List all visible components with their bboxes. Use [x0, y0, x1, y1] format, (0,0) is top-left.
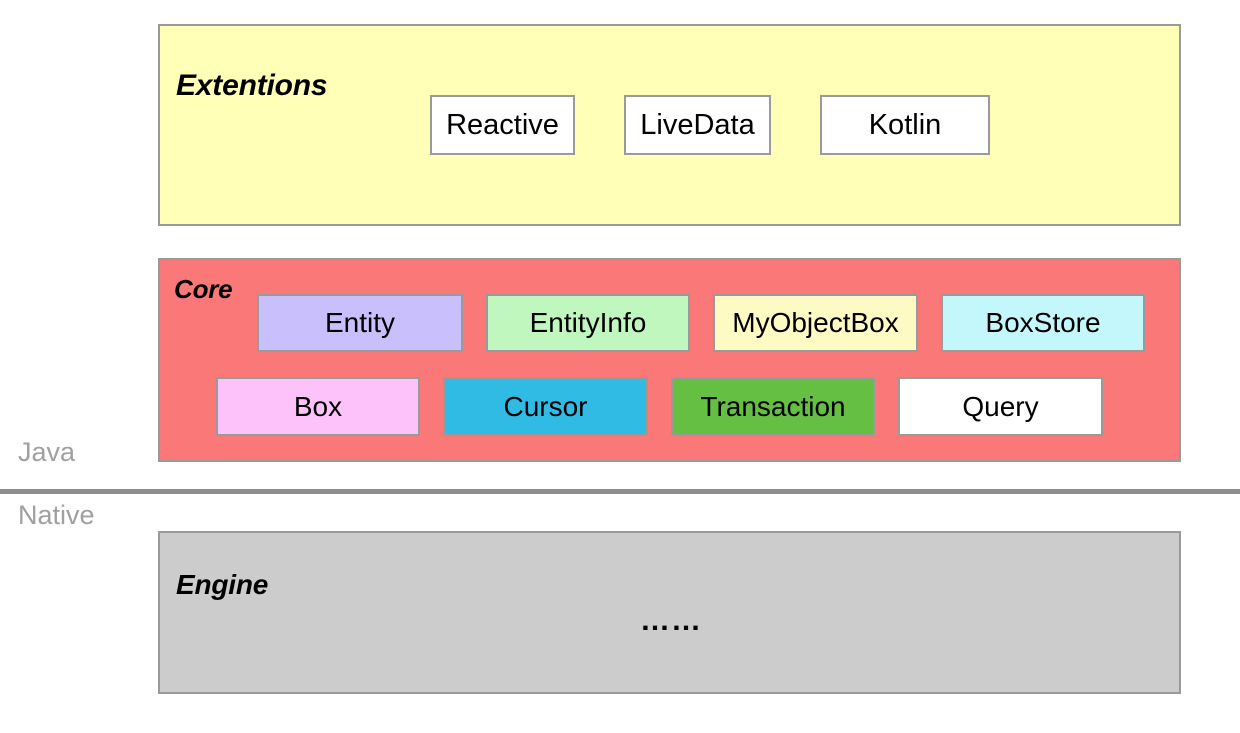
node-cursor: Cursor	[443, 377, 648, 436]
layer-engine-title: Engine	[176, 569, 269, 600]
node-transaction: Transaction	[671, 377, 875, 436]
layer-core-title: Core	[174, 274, 233, 304]
boundary-label-java: Java	[18, 437, 76, 467]
node-livedata: LiveData	[624, 95, 771, 155]
node-reactive: Reactive	[430, 95, 575, 155]
node-entityinfo: EntityInfo	[486, 294, 690, 352]
node-kotlin: Kotlin	[820, 95, 990, 155]
node-myobjectbox: MyObjectBox	[713, 294, 918, 352]
node-boxstore: BoxStore	[941, 294, 1145, 352]
engine-ellipsis: ……	[640, 604, 702, 637]
java-native-divider	[0, 489, 1240, 494]
node-query: Query	[898, 377, 1103, 436]
layer-extensions-title: Extentions	[176, 69, 328, 102]
node-entity: Entity	[257, 294, 463, 352]
boundary-label-native: Native	[18, 500, 95, 530]
node-box: Box	[216, 377, 420, 436]
layer-engine: Engine	[158, 531, 1181, 694]
